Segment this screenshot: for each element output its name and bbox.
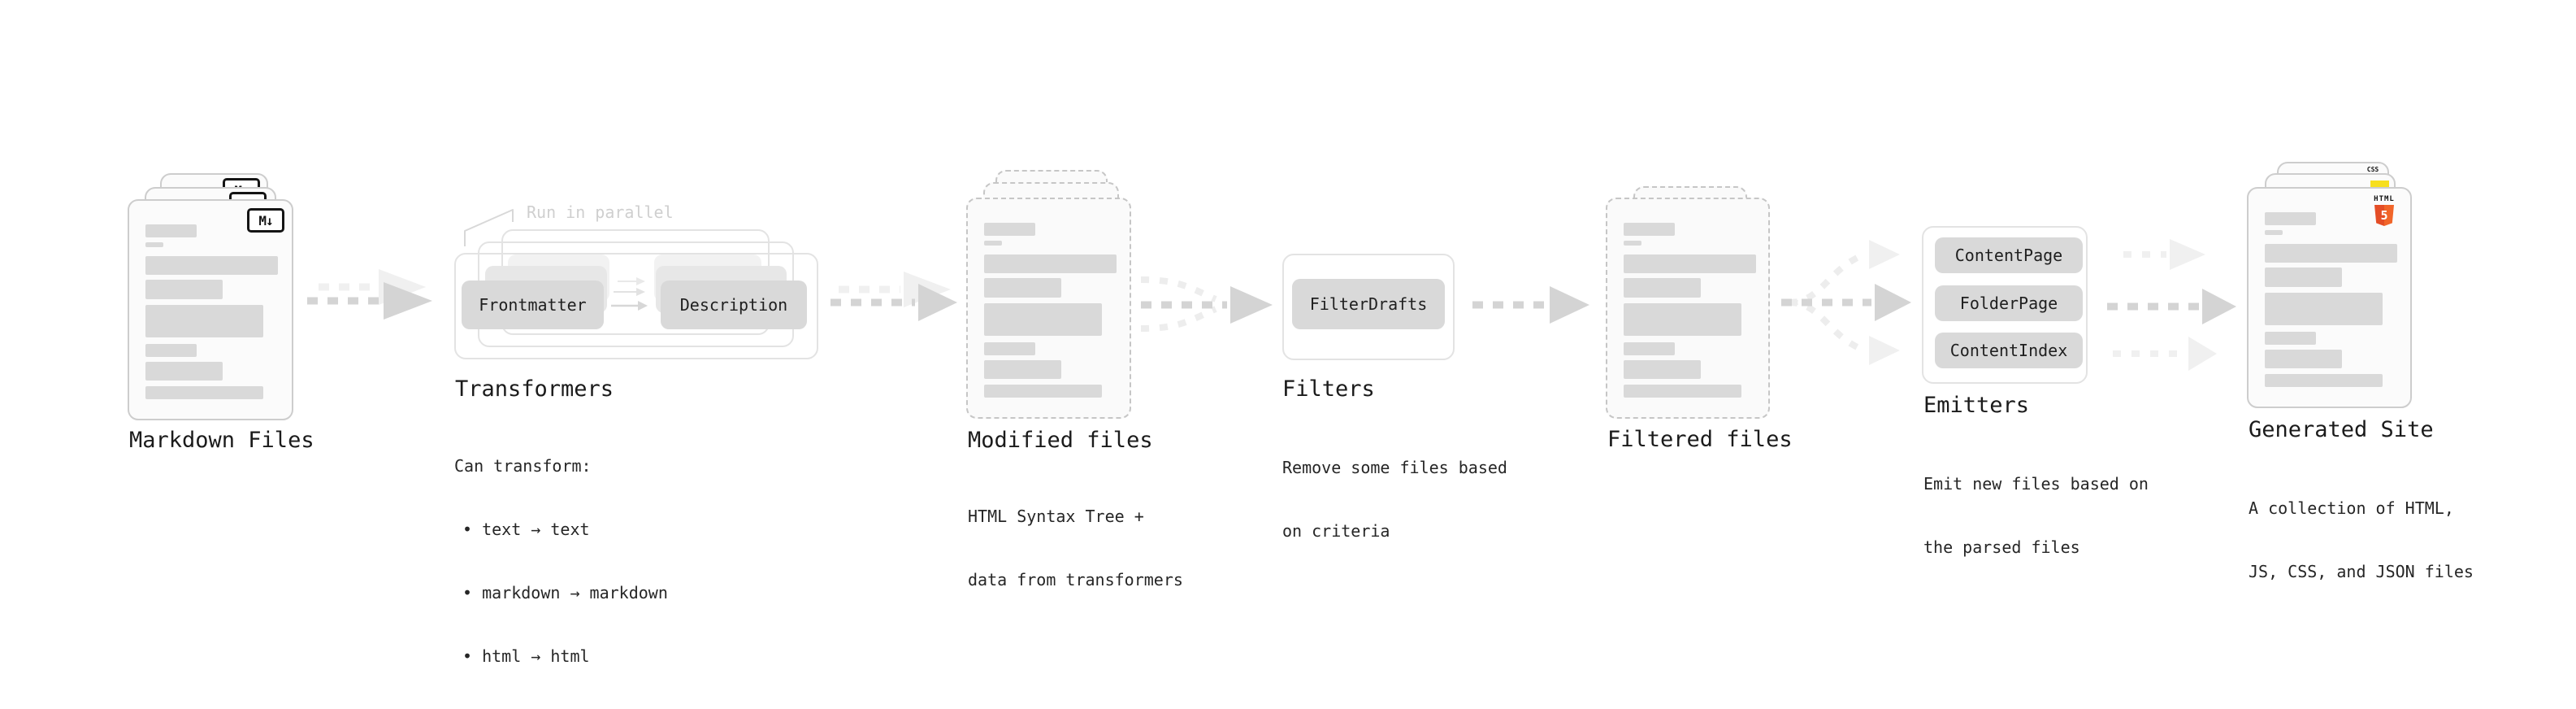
text-line-placeholder — [145, 305, 263, 337]
emitters-description: Emit new files based on the parsed files — [1923, 431, 2149, 600]
text-line-placeholder — [145, 344, 197, 357]
filtered-files-label: Filtered files — [1607, 427, 1793, 452]
generated-site-description: A collection of HTML, JS, CSS, and JSON … — [2249, 455, 2474, 624]
text-line-placeholder — [984, 342, 1035, 355]
text-line-placeholder — [2265, 212, 2316, 225]
parallel-note: Run in parallel — [527, 202, 674, 222]
modified-files-description: HTML Syntax Tree + data from transformer… — [968, 463, 1183, 633]
modified-files-label: Modified files — [968, 428, 1153, 453]
transformers-description: Can transform: • text → text • markdown … — [454, 413, 668, 709]
text-line-placeholder — [2265, 268, 2342, 287]
transform-bullet: • html → html — [462, 646, 590, 666]
text-line-placeholder — [984, 278, 1061, 298]
arrow-filtered-to-emitters — [1781, 240, 1911, 365]
modified-file-card — [966, 198, 1131, 419]
text-line-placeholder — [2265, 230, 2283, 235]
arrow-emitters-to-generated — [2107, 239, 2236, 371]
filterdrafts-box: FilterDrafts — [1292, 279, 1445, 329]
html5-icon-number: 5 — [2380, 208, 2388, 223]
html5-icon: HTML 5 — [2366, 196, 2402, 226]
transformer-card — [454, 253, 818, 359]
generated-body-line: A collection of HTML, — [2249, 498, 2454, 518]
text-line-placeholder — [1624, 278, 1701, 298]
emitters-heading: Emitters — [1923, 393, 2030, 418]
transform-bullet: • text → text — [462, 520, 590, 539]
filtered-file-card — [1606, 198, 1770, 419]
html5-icon-label: HTML — [2374, 195, 2395, 203]
markdown-file-card: M↓ — [128, 199, 293, 420]
html5-icon-shield: 5 — [2374, 205, 2394, 226]
arrow-markdown-to-transformers — [307, 269, 432, 320]
text-line-placeholder — [2265, 350, 2342, 368]
emitters-body-line: Emit new files based on — [1923, 474, 2149, 494]
markdown-icon: M↓ — [247, 208, 284, 233]
frontmatter-box: Frontmatter — [462, 281, 604, 329]
text-line-placeholder — [984, 303, 1102, 336]
css-icon-label: CSS — [2366, 166, 2379, 173]
markdown-files-label: Markdown Files — [129, 428, 314, 453]
text-line-placeholder — [1624, 360, 1701, 379]
generated-site-card: HTML 5 — [2247, 187, 2412, 408]
text-line-placeholder — [1624, 385, 1741, 398]
filters-body-line: on criteria — [1282, 521, 1390, 541]
text-line-placeholder — [1624, 241, 1641, 246]
emitters-body-line: the parsed files — [1923, 537, 2080, 557]
text-line-placeholder — [2265, 293, 2383, 325]
text-line-placeholder — [984, 360, 1061, 379]
transformers-body-title: Can transform: — [454, 456, 592, 476]
text-line-placeholder — [145, 224, 197, 237]
text-line-placeholder — [984, 254, 1117, 273]
contentindex-box: ContentIndex — [1935, 333, 2083, 368]
text-line-placeholder — [984, 241, 1002, 246]
text-line-placeholder — [984, 385, 1102, 398]
description-box: Description — [661, 281, 807, 329]
pipeline-diagram-page: { "diagram": { "markdown": { "label": "M… — [128, 162, 2474, 666]
transform-bullet: • markdown → markdown — [462, 583, 668, 602]
transformers-heading: Transformers — [455, 376, 614, 402]
generated-site-label: Generated Site — [2249, 417, 2434, 442]
text-line-placeholder — [145, 242, 163, 247]
filters-description: Remove some files based on criteria — [1282, 415, 1507, 584]
modified-body-line: data from transformers — [968, 570, 1183, 589]
javascript-icon — [2370, 181, 2389, 189]
text-line-placeholder — [145, 280, 223, 299]
text-line-placeholder — [1624, 342, 1675, 355]
folderpage-box: FolderPage — [1935, 285, 2083, 321]
arrow-modified-to-filters — [1140, 276, 1273, 332]
text-line-placeholder — [984, 223, 1035, 236]
text-line-placeholder — [1624, 303, 1741, 336]
text-line-placeholder — [145, 362, 223, 381]
filters-heading: Filters — [1282, 376, 1375, 402]
arrow-transformers-to-modified — [830, 272, 957, 321]
modified-body-line: HTML Syntax Tree + — [968, 507, 1144, 526]
text-line-placeholder — [145, 256, 278, 275]
arrow-filters-to-filtered — [1472, 286, 1589, 324]
text-line-placeholder — [2265, 332, 2316, 345]
text-line-placeholder — [2265, 244, 2397, 263]
filters-body-line: Remove some files based — [1282, 458, 1507, 477]
generated-body-line: JS, CSS, and JSON files — [2249, 562, 2474, 581]
text-line-placeholder — [1624, 254, 1756, 273]
text-line-placeholder — [1624, 223, 1675, 236]
text-line-placeholder — [2265, 374, 2383, 387]
text-line-placeholder — [145, 386, 263, 399]
contentpage-box: ContentPage — [1935, 237, 2083, 273]
